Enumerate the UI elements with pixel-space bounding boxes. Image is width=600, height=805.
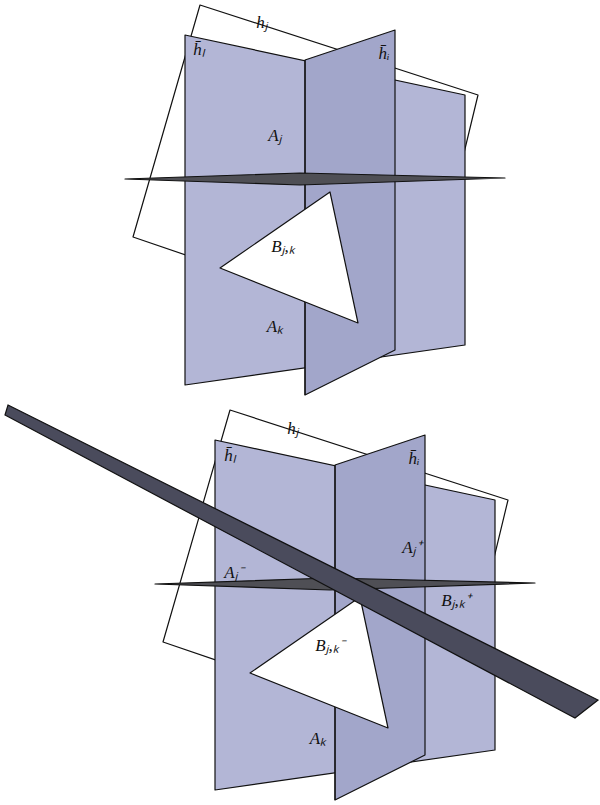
plane-arrangement bbox=[155, 410, 535, 800]
plane-arrangement bbox=[125, 5, 505, 395]
triangle-region bbox=[220, 192, 358, 323]
region-label: Aⱼ bbox=[268, 127, 281, 144]
horizontal-plane bbox=[125, 173, 505, 185]
region-label: Aⱼ⁺ bbox=[402, 539, 421, 556]
region-label: h̄ᵢ bbox=[408, 450, 419, 467]
region-label: Aⱼ⁻ bbox=[224, 564, 243, 581]
region-label: hⱼ bbox=[287, 420, 299, 437]
region-label: Bⱼ,ₖ⁻ bbox=[315, 637, 345, 654]
triangle-region bbox=[250, 597, 388, 728]
cutting-plane bbox=[5, 405, 598, 718]
region-label: Bⱼ,ₖ⁺ bbox=[441, 592, 471, 609]
region-label: h̄ₗ bbox=[193, 41, 205, 58]
region-label: Bⱼ,ₖ bbox=[271, 238, 295, 255]
region-label: h̄ᵢ bbox=[378, 45, 389, 62]
region-label: Aₖ bbox=[310, 730, 326, 747]
region-label: h̄ₗ bbox=[224, 447, 236, 464]
region-label: Aₖ bbox=[267, 318, 283, 335]
region-label: hⱼ bbox=[256, 14, 268, 31]
